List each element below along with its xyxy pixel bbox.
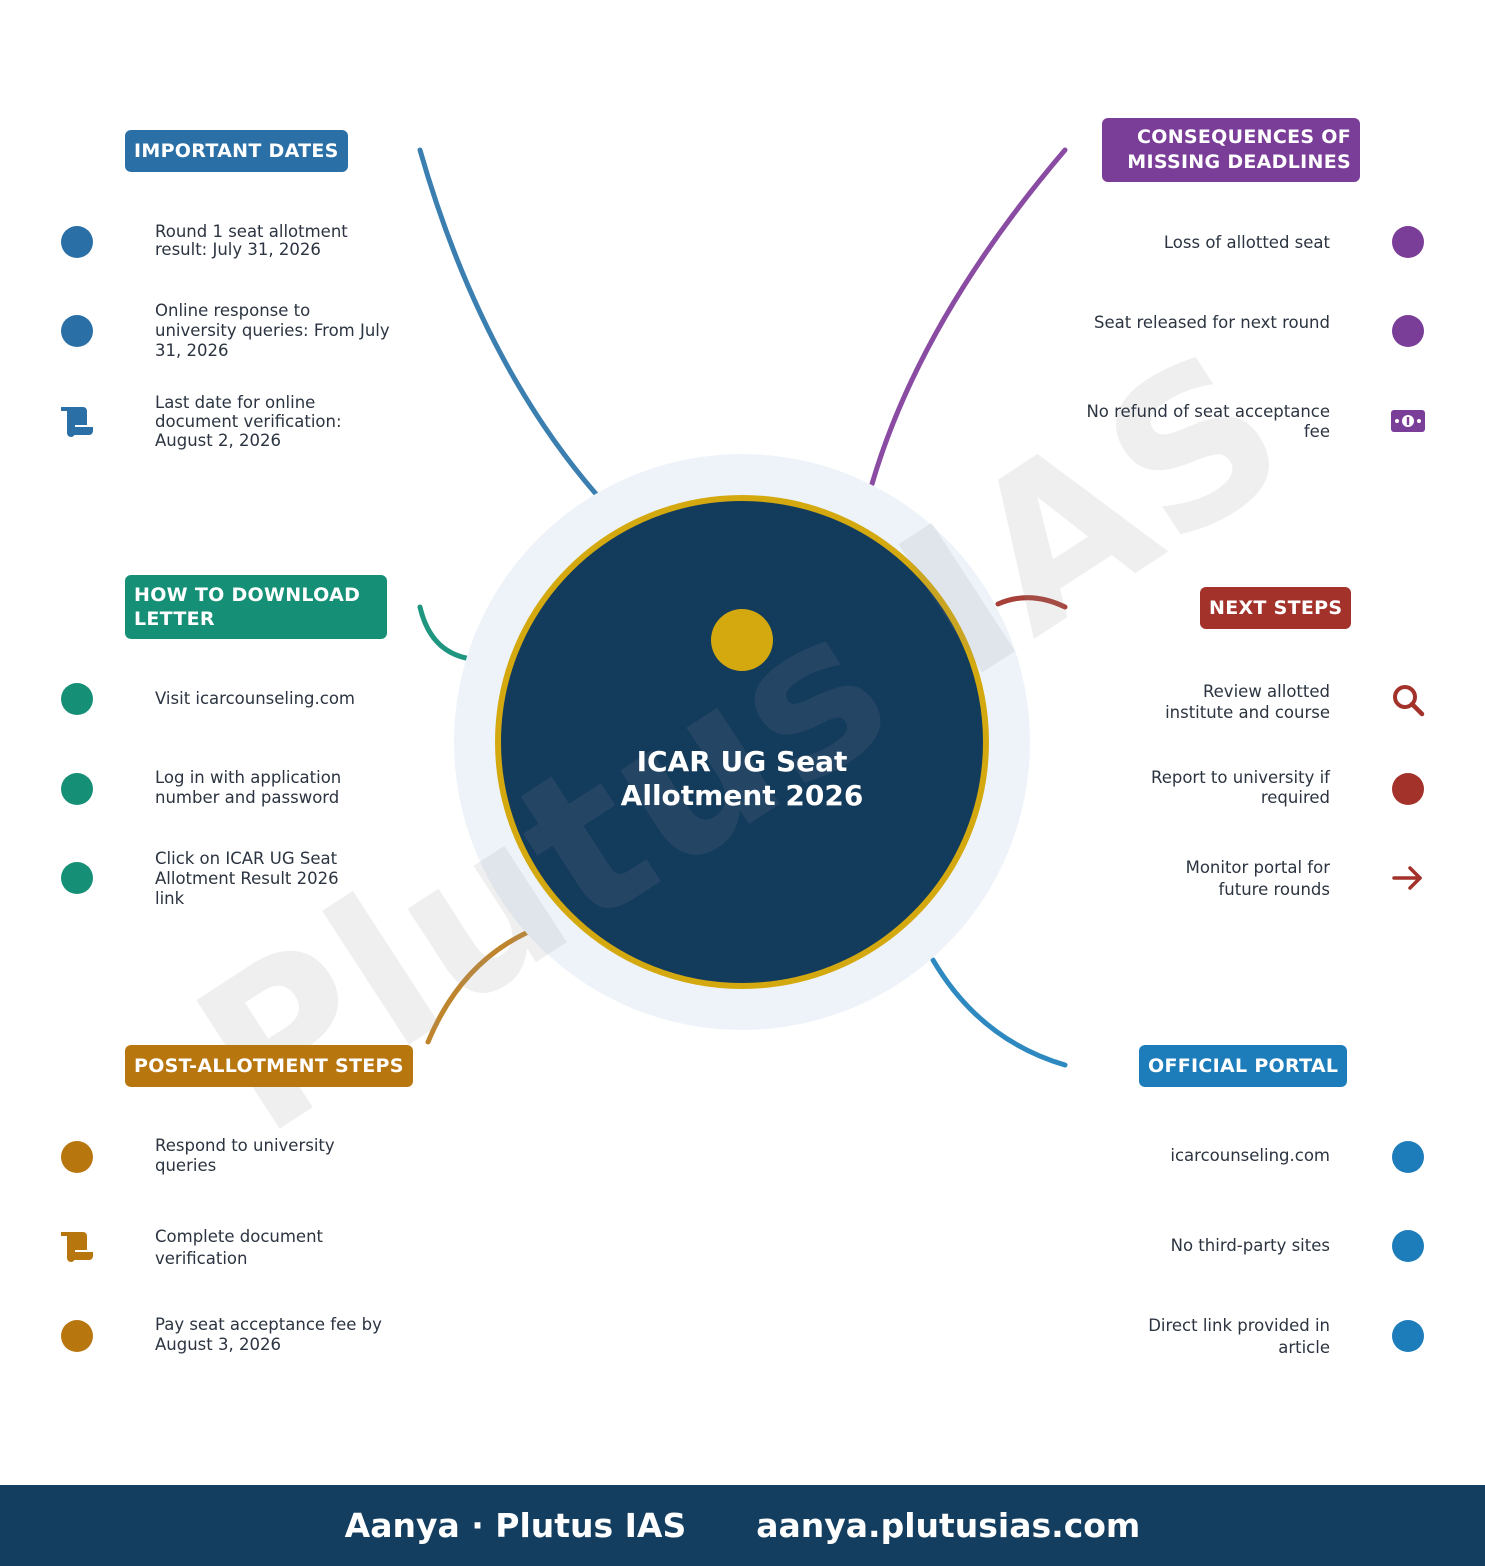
list-item: Report to university if required — [1150, 768, 1330, 807]
circle-bullet-icon — [1392, 773, 1424, 805]
circle-bullet-icon — [1392, 1320, 1424, 1352]
list-item: Direct link provided in article — [1148, 1316, 1330, 1357]
list-item: Loss of allotted seat — [1163, 233, 1330, 252]
list-item: Complete document verification — [155, 1227, 324, 1268]
branch-title-text: OFFICIAL PORTAL — [1148, 1055, 1339, 1077]
connector-next-steps — [995, 595, 1068, 610]
branch-title-line2: MISSING DEADLINES — [1127, 151, 1351, 173]
branch-title-text: IMPORTANT DATES — [134, 140, 339, 162]
list-item: Click on ICAR UG Seat Allotment Result 2… — [155, 849, 339, 908]
circle-bullet-icon — [1392, 1230, 1424, 1262]
branch-title-official-portal: OFFICIAL PORTAL — [1139, 1045, 1348, 1087]
list-item: Respond to university queries — [155, 1136, 335, 1175]
connector-consequences — [869, 147, 1068, 487]
hub-dot — [711, 609, 773, 671]
hub-circle — [495, 495, 989, 989]
list-item: Review allotted institute and course — [1165, 682, 1330, 722]
circle-bullet-icon — [61, 862, 93, 894]
branch-title-important-dates: IMPORTANT DATES — [125, 130, 348, 172]
scroll-icon — [61, 407, 93, 437]
circle-bullet-icon — [61, 683, 93, 715]
connector-how-to-download — [417, 604, 469, 661]
circle-bullet-icon — [61, 226, 93, 258]
connector-official-portal — [930, 957, 1068, 1068]
branch-title-next-steps: NEXT STEPS — [1200, 587, 1352, 629]
list-item: Visit icarcounseling.com — [155, 689, 356, 708]
scroll-icon — [61, 1232, 93, 1262]
list-item: Pay seat acceptance fee by August 3, 202… — [155, 1315, 382, 1354]
circle-bullet-icon — [1392, 1141, 1424, 1173]
list-item: Online response to university queries: F… — [155, 301, 390, 360]
circle-bullet-icon — [1392, 315, 1424, 347]
list-item: icarcounseling.com — [1170, 1146, 1330, 1165]
connector-important-dates — [417, 147, 599, 497]
footer-url[interactable]: aanya.plutusias.com — [756, 1506, 1141, 1545]
hub-title-line2: Allotment 2026 — [620, 779, 864, 812]
list-item: Round 1 seat allotment result: July 31, … — [155, 222, 348, 259]
list-item: Log in with application number and passw… — [155, 768, 342, 807]
magnifier-icon — [1393, 685, 1425, 717]
hub-title-line1: ICAR UG Seat — [636, 745, 848, 778]
connector-post-allotment — [425, 930, 529, 1045]
list-item: Last date for online document verificati… — [155, 393, 342, 450]
branch-title-consequences: CONSEQUENCES OF MISSING DEADLINES — [1102, 118, 1360, 182]
hub-title: ICAR UG Seat Allotment 2026 — [542, 745, 942, 813]
circle-bullet-icon — [61, 773, 93, 805]
list-item: Seat released for next round — [1094, 313, 1330, 332]
branch-title-line1: HOW TO DOWNLOAD — [134, 584, 361, 606]
list-item: No third-party sites — [1170, 1236, 1330, 1255]
list-item: No refund of seat acceptance fee — [1086, 402, 1330, 441]
list-item: Monitor portal for future rounds — [1185, 858, 1330, 899]
branch-title-text: NEXT STEPS — [1209, 597, 1343, 619]
circle-bullet-icon — [61, 1320, 93, 1352]
branch-title-line1: CONSEQUENCES OF — [1137, 126, 1351, 148]
branch-title-text: POST-ALLOTMENT STEPS — [134, 1055, 404, 1077]
money-bill-icon — [1391, 410, 1425, 432]
circle-bullet-icon — [61, 1141, 93, 1173]
circle-bullet-icon — [61, 315, 93, 347]
circle-bullet-icon — [1392, 226, 1424, 258]
branch-title-how-to-download: HOW TO DOWNLOAD LETTER — [125, 575, 387, 639]
branch-title-post-allotment: POST-ALLOTMENT STEPS — [125, 1045, 413, 1087]
footer-brand: Aanya · Plutus IAS — [344, 1506, 687, 1545]
branch-title-line2: LETTER — [134, 608, 215, 630]
footer-bar: Aanya · Plutus IAS aanya.plutusias.com — [0, 1485, 1485, 1566]
arrow-right-icon — [1392, 866, 1422, 890]
